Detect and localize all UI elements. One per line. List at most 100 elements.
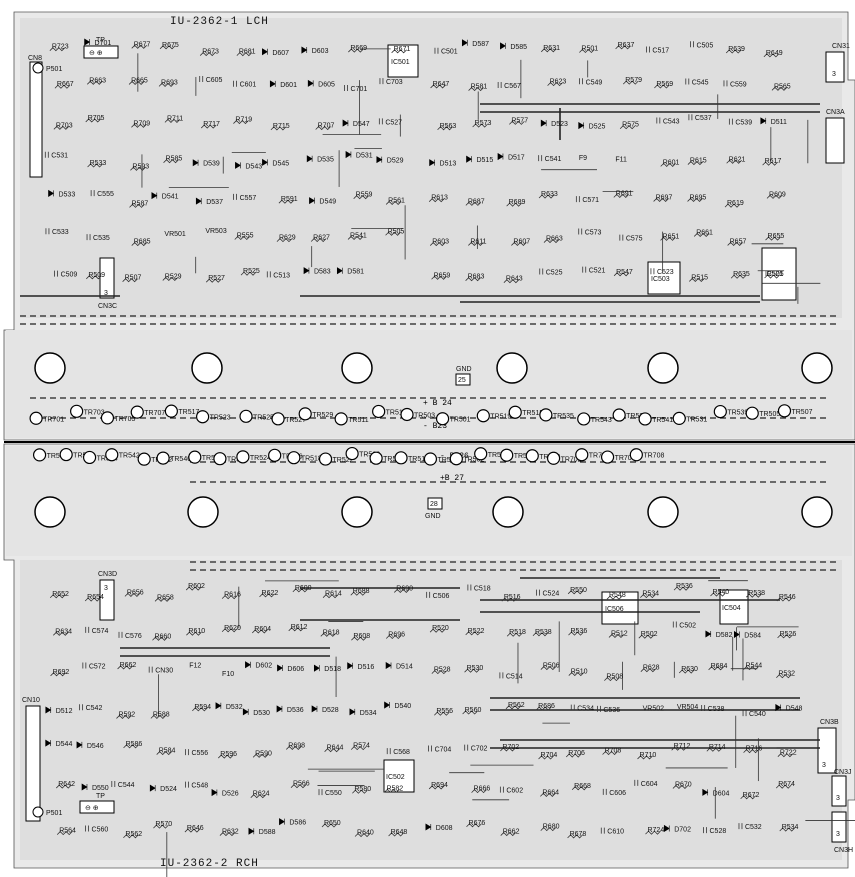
component-label: VR503 (205, 228, 227, 235)
lower-d546: D546 (76, 741, 104, 750)
component-label: C567 (504, 83, 521, 90)
mounting-hole-upper-1 (34, 352, 66, 384)
lower-d536: D536 (276, 705, 304, 714)
component-label: TR505 (759, 411, 780, 418)
component-label: TR703 (84, 409, 105, 416)
component-label: TR524 (250, 455, 271, 462)
upper-c543: C543 (656, 117, 680, 125)
component-label: R685 (134, 239, 151, 246)
lower-r712: R712 (671, 743, 690, 751)
component-label: VR502 (643, 705, 665, 712)
upper-c505: C505 (690, 41, 713, 49)
capacitor-icon (45, 228, 50, 235)
resistor-icon (466, 823, 482, 828)
component-label: CN30 (155, 668, 173, 675)
lower-d514: D514 (385, 661, 413, 670)
resistor-icon (511, 241, 527, 246)
component-label: R678 (570, 831, 587, 838)
lower-r676: R676 (466, 820, 485, 828)
upper-vr501: VR501 (164, 231, 186, 238)
lower-r580: R580 (352, 786, 371, 794)
lower-c548: C548 (185, 781, 208, 790)
diode-icon (461, 39, 468, 47)
component-label: R582 (386, 785, 403, 792)
upper-c567: C567 (497, 81, 521, 90)
testpoint-lower (79, 800, 115, 814)
resistor-icon (660, 162, 676, 167)
component-label: VR504 (677, 704, 699, 711)
upper-tr-tr515: TR515 (508, 405, 543, 419)
component-label: R714 (709, 744, 726, 751)
resistor-icon (547, 82, 563, 87)
lower-r570: R570 (153, 821, 172, 829)
transistor-icon (612, 408, 626, 422)
component-label: TR707 (144, 410, 165, 417)
resistor-icon (465, 201, 482, 206)
component-label: R516 (504, 594, 521, 601)
transistor-icon (239, 409, 253, 423)
resistor-icon (468, 241, 484, 246)
component-label: R615 (690, 158, 707, 165)
connector-label-cn3d: CN3D (98, 571, 117, 578)
upper-r621: R621 (726, 156, 746, 164)
upper-r623: R623 (547, 79, 566, 87)
upper-r719: R719 (233, 117, 252, 125)
upper-r527: R527 (205, 275, 225, 283)
transistor-icon (156, 451, 170, 465)
connector-cn3h-pin: 3 (836, 831, 840, 838)
resistor-icon (777, 753, 794, 758)
component-label: D581 (347, 269, 364, 276)
component-label: R614 (325, 591, 342, 598)
component-label: C573 (585, 229, 602, 236)
upper-c571: C571 (575, 196, 599, 204)
lower-r536: R536 (568, 628, 587, 636)
upper-r703: R703 (53, 122, 73, 130)
upper-r681: R681 (236, 49, 256, 57)
resistor-icon (660, 236, 676, 241)
component-label: F12 (189, 662, 201, 669)
resistor-icon (234, 235, 251, 241)
capacitor-icon (536, 589, 540, 596)
lower-tr-tr704: TR704 (575, 448, 610, 462)
resistor-icon (310, 237, 327, 243)
diode-icon (705, 630, 712, 638)
resistor-icon (567, 834, 583, 839)
resistor-icon (124, 592, 141, 597)
connector-label-cn3a: CN3A (826, 109, 845, 116)
testpoint-upper-label: TP (96, 37, 105, 44)
transistor-icon (236, 450, 250, 464)
lower-r602: R602 (185, 583, 205, 591)
resistor-icon (743, 666, 759, 671)
diode-icon (313, 664, 320, 672)
resistor-icon (350, 746, 367, 751)
component-label: C556 (191, 750, 208, 757)
gnd-lower-box (427, 497, 443, 510)
transistor-icon (32, 448, 47, 462)
component-label: TR516 (383, 456, 404, 463)
resistor-icon (252, 629, 268, 634)
ic-ic506 (601, 591, 639, 625)
component-label: R538 (535, 629, 552, 636)
lower-r662: R662 (117, 662, 136, 670)
component-label: TR535 (553, 413, 574, 420)
lower-r540: R540 (710, 589, 729, 597)
component-label: D523 (551, 121, 568, 128)
capacitor-icon (85, 626, 90, 633)
upper-tr-tr501: TR501 (435, 412, 471, 426)
upper-c537: C537 (688, 114, 712, 122)
upper-tr-tr507: TR507 (777, 404, 813, 418)
resistor-icon (509, 120, 525, 125)
lower-r714: R714 (706, 744, 726, 752)
mounting-hole-upper-6 (801, 352, 833, 384)
resistor-icon (766, 194, 783, 199)
component-label: D530 (253, 710, 270, 717)
component-label: R665 (131, 77, 148, 84)
component-label: R621 (729, 156, 746, 163)
transistor-icon (268, 448, 282, 462)
upper-r603: R603 (429, 239, 449, 247)
upper-r613: R613 (428, 195, 448, 203)
component-label: D585 (510, 44, 527, 51)
mounting-hole-upper-2 (191, 352, 223, 384)
lower-r530: R530 (464, 665, 483, 673)
upper-r565: R565 (771, 83, 791, 91)
